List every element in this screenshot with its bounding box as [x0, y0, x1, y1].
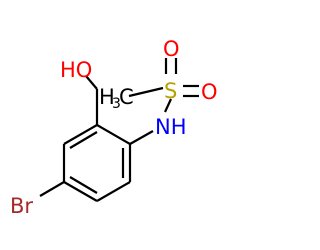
bond-nh-s	[164, 98, 172, 113]
bromine-label: Br	[10, 194, 33, 218]
structure-diagram: HO H 3 C S O O NH Br	[10, 37, 218, 218]
bond-ring-nh	[129, 130, 154, 145]
ring-bond-c4-c5-inner	[69, 176, 98, 194]
ring-bond-c4-c5	[63, 181, 98, 202]
oxygen-right-label: O	[201, 80, 218, 104]
bond-ch2-oh	[85, 75, 98, 90]
molecule-drawing: HO H 3 C S O O NH Br	[10, 37, 218, 218]
methyl-c-label: C	[119, 85, 134, 109]
ring-bond-c6-c1	[63, 124, 98, 145]
bond-ring-br	[39, 181, 65, 197]
oxygen-top-label: O	[163, 37, 180, 61]
ring-bond-c1-c2	[96, 124, 131, 145]
ring-bond-c3-c4	[96, 181, 131, 202]
amine-label: NH	[155, 115, 187, 139]
benzene-ring	[62, 124, 132, 202]
ring-bond-c6-c1-inner	[69, 131, 98, 149]
sulfur-label: S	[164, 79, 177, 103]
bond-s-ch3	[128, 86, 164, 98]
methyl-subscript-label: 3	[112, 96, 121, 112]
methyl-h-label: H	[99, 85, 115, 109]
hydroxyl-label: HO	[60, 58, 92, 82]
